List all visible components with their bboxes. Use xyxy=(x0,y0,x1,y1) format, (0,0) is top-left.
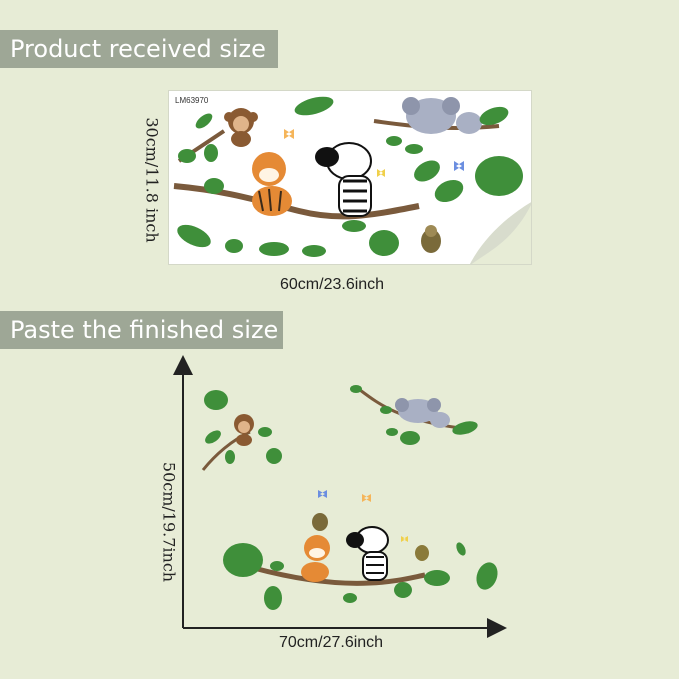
finished-koala-cluster xyxy=(350,385,478,445)
received-size-banner: Product received size xyxy=(0,30,278,68)
finished-butterfly-icon xyxy=(362,494,371,502)
received-size-title: Product received size xyxy=(10,35,266,63)
finished-size-title: Paste the finished size xyxy=(10,316,279,344)
sheet-zebra-sticker xyxy=(315,142,372,217)
sheet-height-label: 30cm/11.8 inch xyxy=(142,117,162,243)
sheet-monkey-sticker xyxy=(224,108,258,147)
finished-monkey-cluster xyxy=(201,390,282,471)
finished-width-label: 70cm/27.6inch xyxy=(279,634,384,651)
sheet-tiger-sticker xyxy=(252,152,292,216)
sheet-butterfly-icon xyxy=(377,169,385,177)
sheet-width-label: 60cm/23.6inch xyxy=(280,276,385,293)
sticker-sheet: LM63970 xyxy=(168,90,532,265)
finished-butterfly-icon xyxy=(401,536,408,542)
finished-main-branch-cluster xyxy=(223,490,498,610)
sheet-koala-sticker xyxy=(402,97,482,134)
sheet-leaves xyxy=(177,96,523,257)
sheet-butterfly-icon xyxy=(454,161,464,171)
sheet-bird-sticker xyxy=(421,225,441,253)
finished-height-label: 50cm/19.7inch xyxy=(159,461,179,583)
finished-butterfly-icon xyxy=(318,490,327,498)
product-code: LM63970 xyxy=(175,96,209,105)
sticker-sheet-art xyxy=(173,96,531,264)
finished-size-banner: Paste the finished size xyxy=(0,311,283,349)
sheet-butterfly-icon xyxy=(284,129,294,139)
